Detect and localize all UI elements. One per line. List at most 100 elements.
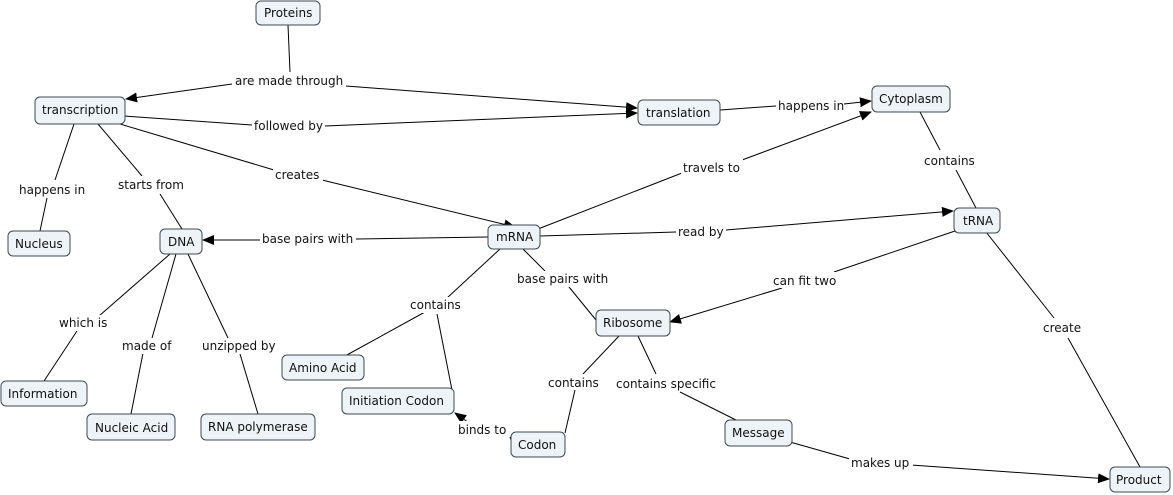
node-label-message: Message [732,426,785,440]
node-label-nucleic-acid: Nucleic Acid [95,421,168,435]
node-nucleus[interactable]: Nucleus [7,230,71,257]
node-proteins[interactable]: Proteins [255,0,321,26]
arrow-read-by-to-trna [725,206,954,231]
node-mrna[interactable]: mRNA [487,224,541,250]
line-contains-specific-to-message [679,391,737,421]
line-ribosome-to-contains [582,335,620,375]
line-message-to-makes-up [789,441,851,460]
line-base-pairs-to-ribosome [568,286,597,321]
node-label-rna-polymerase: RNA polymerase [208,420,308,434]
line-which-is-to-information [43,330,78,382]
line-unzipped-by-to-rna-polymerase [239,353,259,415]
line-mrna-to-base-pairs-ribosome [522,248,546,272]
link-labels: are made through followed by happens in … [17,72,1083,470]
link-read-by: read by [678,225,724,239]
node-trna[interactable]: tRNA [953,207,1001,234]
node-amino-acid[interactable]: Amino Acid [281,354,365,381]
link-starts-from: starts from [118,178,184,192]
link-happens-in-cytoplasm: happens in [778,99,844,113]
link-happens-in-nucleus: happens in [19,183,85,197]
link-create: create [1043,321,1081,335]
link-unzipped-by: unzipped by [202,339,276,353]
line-translation-to-happens-in [719,105,777,111]
node-rna-polymerase[interactable]: RNA polymerase [200,413,316,441]
line-transcription-to-creates [119,123,275,171]
link-contains-cytoplasm: contains [924,154,975,168]
link-base-pairs-with-dna: base pairs with [262,232,353,246]
line-create-to-product [1067,337,1141,468]
line-mrna-to-contains [446,248,501,299]
arrow-travels-to-to-cytoplasm [741,111,872,161]
link-contains-mrna: contains [410,298,461,312]
line-transcription-to-starts-from [97,123,143,177]
link-are-made-through: are made through [235,74,343,88]
link-contains-specific: contains specific [616,377,716,391]
node-label-codon: Codon [518,438,556,452]
node-label-transcription: transcription [42,103,118,117]
arrow-to-transcription [125,83,233,103]
node-label-cytoplasm: Cytoplasm [879,92,943,106]
line-contains-to-initiation-codon [436,313,453,391]
node-label-dna: DNA [168,235,195,249]
link-contains-ribosome: contains [548,376,599,390]
arrow-makes-up-to-product [910,464,1110,484]
node-information[interactable]: Information [0,380,88,407]
arrow-can-fit-two-to-ribosome [669,287,783,324]
line-happens-in-to-nucleus [39,197,48,232]
node-label-ribosome: Ribosome [603,316,662,330]
link-travels-to: travels to [683,161,740,175]
arrow-to-cytoplasm [843,97,872,108]
line-trna-to-create [985,231,1055,319]
line-dna-to-which-is [98,253,171,317]
node-message[interactable]: Message [724,419,793,447]
link-made-of: made of [122,339,172,353]
line-contains-to-amino-acid [344,311,426,357]
line-transcription-to-happens-in-nucleus [54,123,75,181]
link-can-fit-two: can fit two [773,274,836,288]
node-transcription[interactable]: transcription [34,96,126,125]
line-dna-to-unzipped-by [187,253,229,339]
node-label-amino-acid: Amino Acid [289,361,357,375]
line-dna-to-made-of [151,253,177,339]
node-label-proteins: Proteins [264,6,312,20]
node-translation[interactable]: translation [637,99,721,126]
line-mrna-to-read-by [539,231,677,237]
line-ribosome-to-contains-specific [637,335,657,375]
node-label-product: Product [1116,473,1162,487]
node-label-translation: translation [646,106,711,120]
node-nucleic-acid[interactable]: Nucleic Acid [86,413,176,441]
line-trna-to-can-fit-two [833,230,956,273]
node-initiation-codon[interactable]: Initiation Codon [341,387,455,415]
line-contains-to-trna [955,169,977,209]
link-binds-to: binds to [458,423,506,437]
arrow-creates-to-mrna [321,179,516,230]
node-dna[interactable]: DNA [159,228,203,255]
line-made-of-to-nucleic-acid [130,352,144,415]
arrow-followed-by-to-translation [324,108,638,127]
node-codon[interactable]: Codon [510,431,566,458]
arrow-to-translation-from-proteins [345,85,638,113]
connectors [39,24,1141,484]
node-ribosome[interactable]: Ribosome [595,309,671,337]
line-mrna-to-travels-to [537,172,683,230]
node-product[interactable]: Product [1109,466,1171,493]
link-makes-up: makes up [851,456,909,470]
link-which-is: which is [59,316,107,330]
node-label-initiation-codon: Initiation Codon [349,394,444,408]
node-label-nucleus: Nucleus [15,237,63,251]
node-label-information: Information [8,387,77,401]
line-cytoplasm-to-contains [919,111,941,151]
node-label-trna: tRNA [963,214,994,228]
link-base-pairs-with-ribosome: base pairs with [517,272,608,286]
node-label-mrna: mRNA [496,230,534,244]
line-contains-to-codon [564,389,576,434]
node-cytoplasm[interactable]: Cytoplasm [871,85,951,113]
link-creates: creates [275,168,319,182]
line-proteins-to-made-through [287,24,291,73]
line-mrna-to-base-pairs-dna [355,236,489,240]
line-starts-from-to-dna [159,193,183,230]
link-followed-by: followed by [254,119,323,133]
line-transcription-to-followed-by [123,115,253,126]
